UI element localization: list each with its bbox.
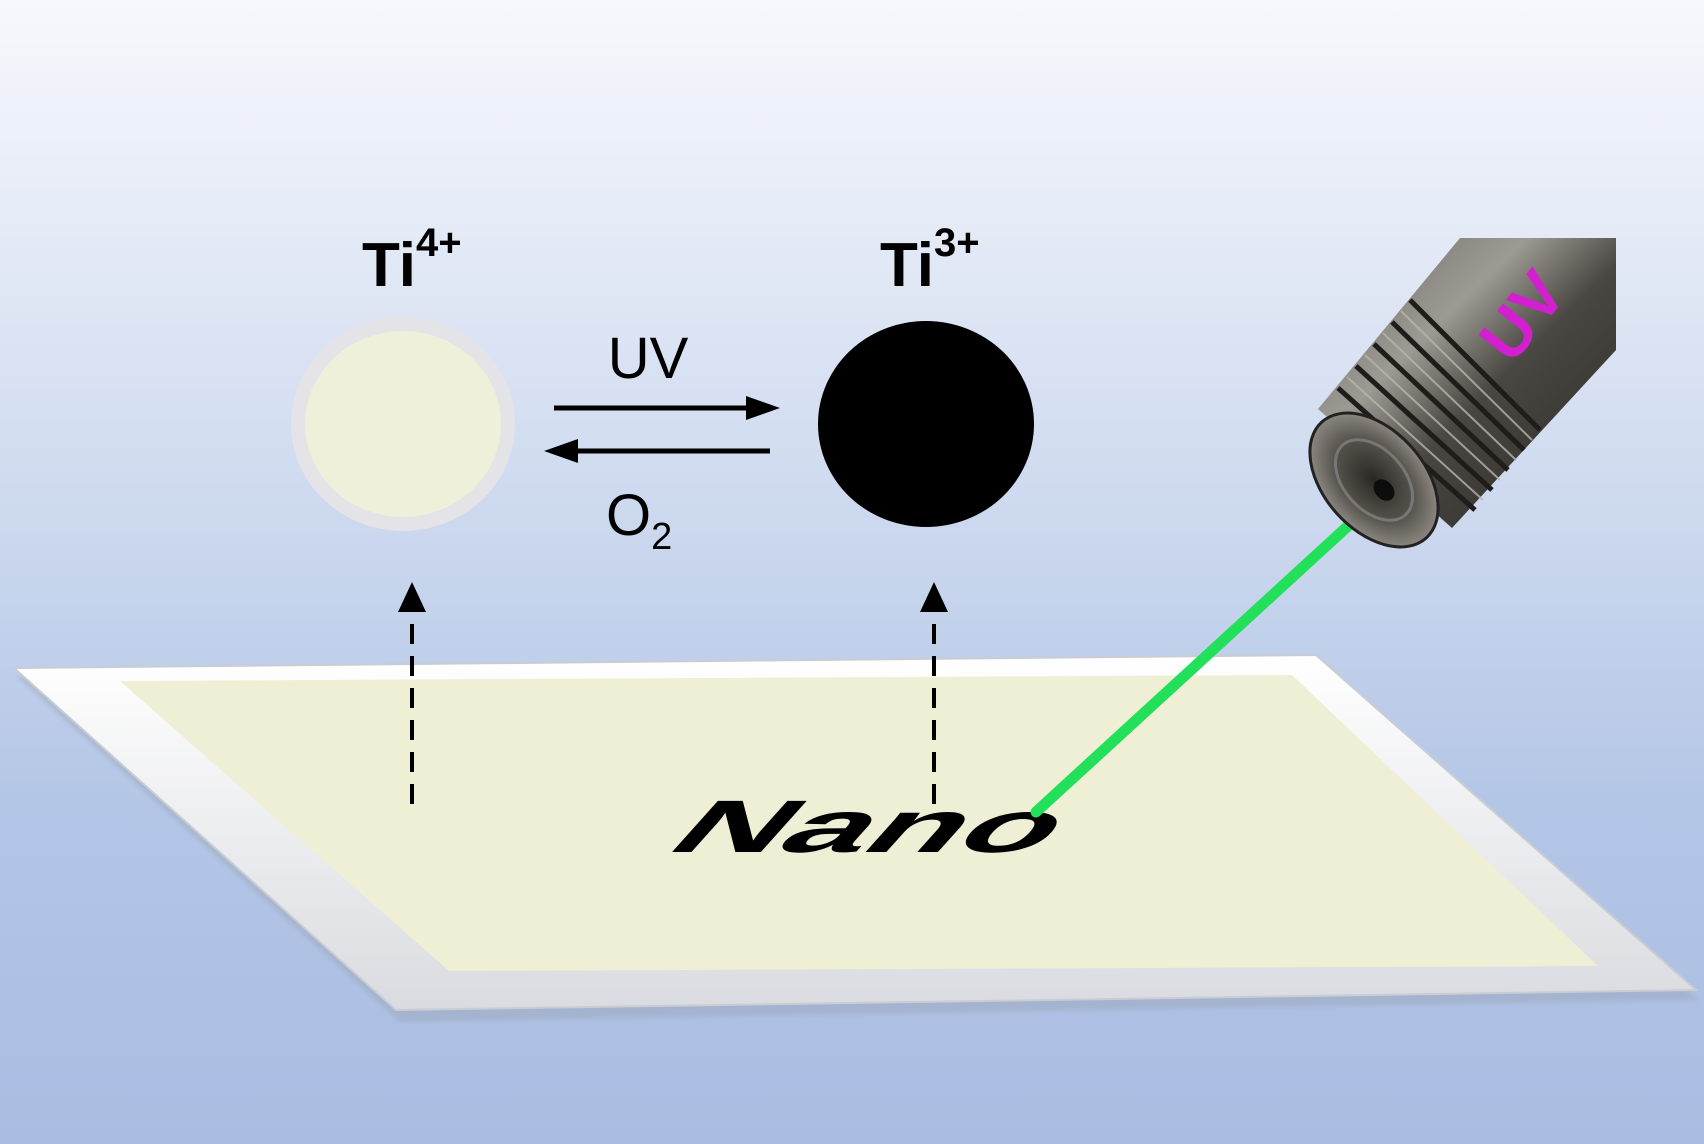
uv-pen: UV [1308, 238, 1616, 549]
ti4-label: Ti4+ [362, 221, 462, 300]
forward-arrow [554, 396, 780, 420]
ti3-label: Ti3+ [880, 221, 980, 300]
dashed-arrow-left [398, 582, 426, 804]
o2-condition-label: O2 [606, 483, 672, 558]
nano-text: Nano [647, 785, 1099, 868]
uv-condition-label: UV [608, 326, 689, 391]
uv-beam [1030, 487, 1390, 818]
reverse-arrow [544, 439, 770, 463]
ti3-charge: 3+ [934, 221, 980, 265]
substrate-slide [11, 653, 1699, 1022]
ti3-circle [818, 321, 1034, 527]
ti4-circle [291, 317, 515, 531]
pen-aperture [1373, 479, 1395, 501]
dashed-arrow-right [920, 582, 948, 804]
substrate-surface [120, 675, 1598, 971]
ti4-charge: 4+ [416, 221, 462, 265]
o2-subscript: 2 [651, 516, 672, 558]
